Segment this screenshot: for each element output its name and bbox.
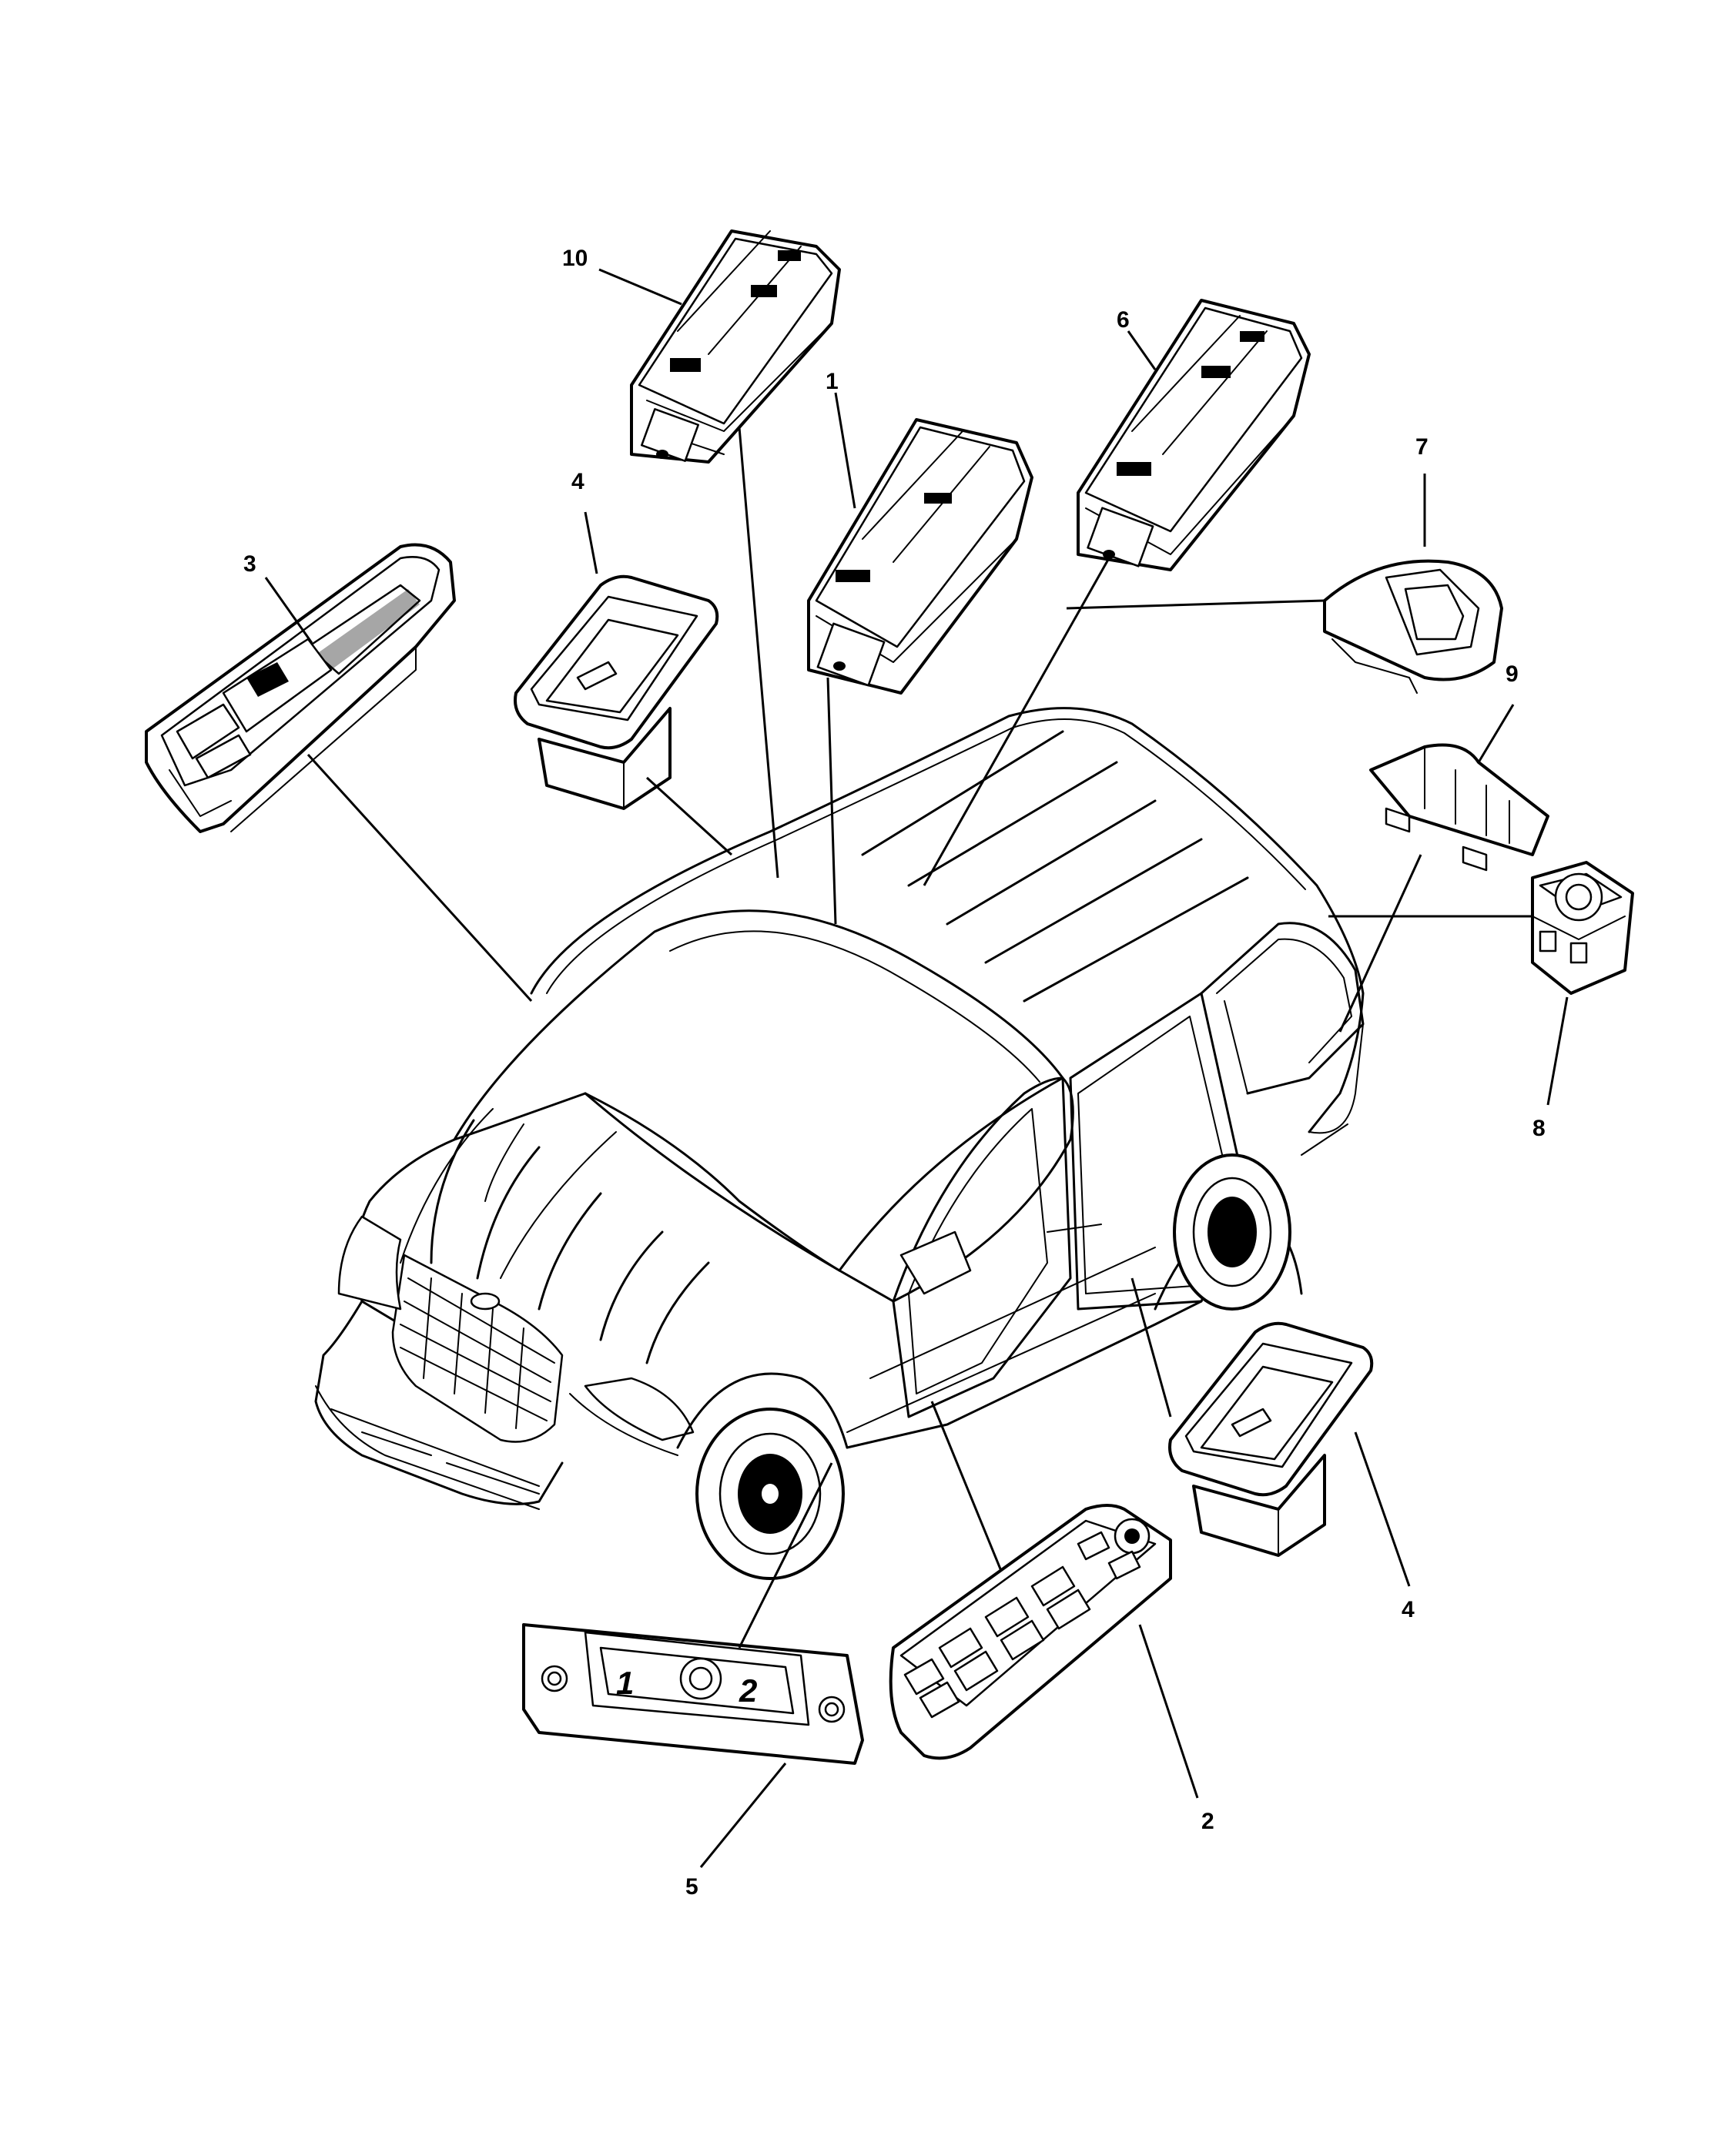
callout-8: 8 bbox=[1532, 1116, 1546, 1141]
callout-10: 10 bbox=[562, 246, 588, 271]
minivan-illustration bbox=[314, 707, 1365, 1580]
part-9-switch-panel bbox=[1369, 743, 1549, 872]
part-6-overhead-switch bbox=[1077, 299, 1311, 571]
callout-6: 6 bbox=[1117, 307, 1130, 333]
callout-4-upper: 4 bbox=[571, 469, 584, 494]
part-2-master-window-switch bbox=[889, 1504, 1172, 1760]
memory-button-2-label: 2 bbox=[739, 1672, 757, 1709]
callout-9: 9 bbox=[1506, 661, 1519, 687]
part-4-lower-window-switch bbox=[1168, 1321, 1374, 1557]
callout-2: 2 bbox=[1201, 1809, 1214, 1834]
leader-lines bbox=[264, 268, 1569, 1868]
callout-7: 7 bbox=[1415, 434, 1429, 460]
memory-button-1-label: 1 bbox=[616, 1665, 634, 1701]
callout-labels: 10 1 6 7 4 3 9 8 4 2 5 bbox=[243, 246, 1546, 1900]
part-3-door-switch-bezel bbox=[145, 543, 456, 833]
callout-1: 1 bbox=[826, 369, 839, 394]
part-7-switch-bezel bbox=[1323, 559, 1503, 694]
part-1-overhead-switch bbox=[807, 418, 1033, 695]
callout-5: 5 bbox=[685, 1874, 698, 1900]
part-10-overhead-switch bbox=[630, 229, 841, 464]
part-4-upper-window-switch bbox=[514, 574, 719, 810]
callout-3: 3 bbox=[243, 551, 256, 577]
callout-4-lower: 4 bbox=[1402, 1597, 1415, 1622]
part-8-mirror-switch bbox=[1531, 861, 1634, 995]
part-5-memory-switch: 1 2 bbox=[522, 1623, 864, 1765]
